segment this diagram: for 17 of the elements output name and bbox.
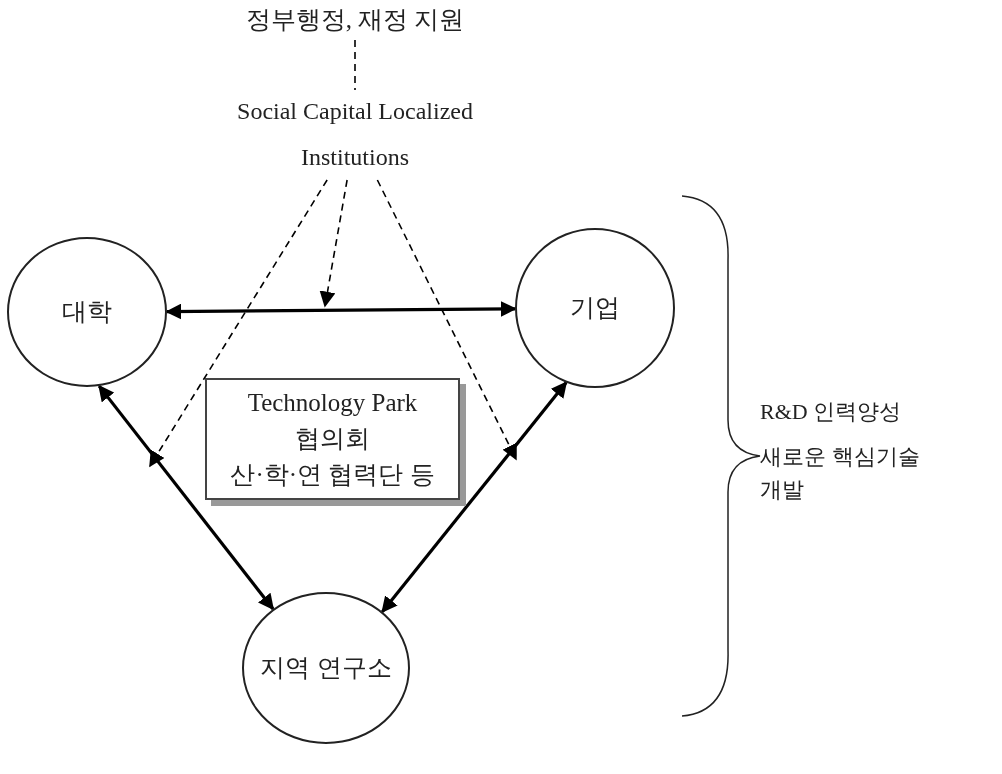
node-label: 협의회	[295, 423, 370, 454]
concept-text: Social Capital Localized Institutions	[236, 97, 474, 172]
node-label: 산·학·연 협력단 등	[230, 460, 435, 491]
connector-line	[354, 39, 356, 91]
arrow	[97, 384, 275, 611]
arrow	[149, 179, 328, 468]
arrow	[381, 381, 568, 613]
node-label: 기업	[570, 292, 620, 323]
node-label: 대학	[62, 296, 112, 327]
arrow	[376, 179, 517, 461]
node-label: Technology Park	[247, 387, 418, 418]
note-text: 새로운 핵심기술 개발	[760, 443, 921, 504]
note-text: R&D 인력양성	[760, 398, 903, 426]
arrow	[319, 179, 348, 308]
node-label: 지역 연구소	[260, 652, 392, 683]
arrow	[165, 300, 517, 320]
source-text: 정부행정, 재정 지원	[245, 4, 465, 35]
